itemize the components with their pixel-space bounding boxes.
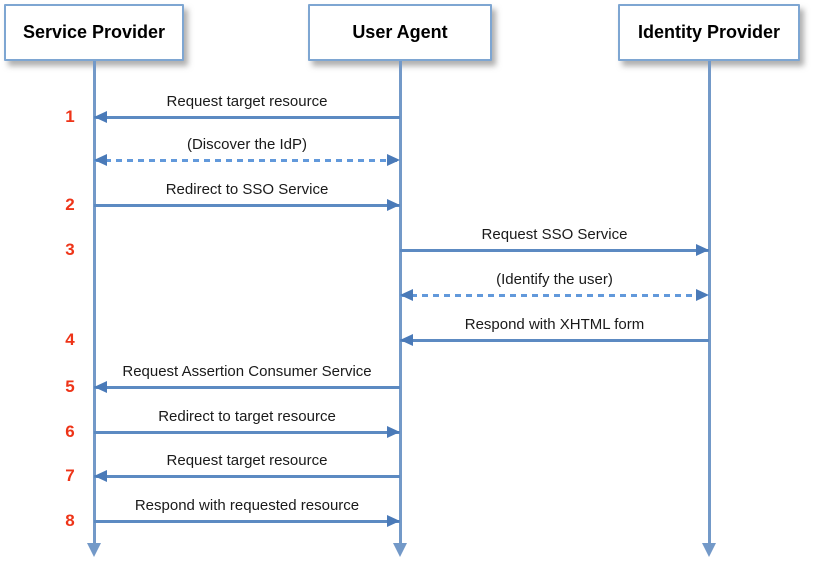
- message-row-5: Request Assertion Consumer Service: [94, 363, 400, 394]
- arrowhead-left-icon: [400, 334, 413, 346]
- actor-box-sp: Service Provider: [4, 4, 184, 61]
- arrowhead-left-icon: [400, 289, 413, 301]
- arrowhead-left-icon: [94, 111, 107, 123]
- message-line: [400, 249, 709, 252]
- step-number: 3: [65, 240, 75, 259]
- message-row-1: Request target resource: [94, 93, 400, 124]
- step-number: 6: [65, 422, 75, 441]
- arrowhead-right-icon: [387, 426, 400, 438]
- message-line: [94, 204, 400, 207]
- message-row-3: Request SSO Service: [400, 226, 709, 257]
- arrowhead-right-icon: [696, 289, 709, 301]
- actor-box-ua: User Agent: [308, 4, 492, 61]
- lifeline-arrowhead-icon: [393, 543, 407, 557]
- lifeline-arrowhead-icon: [87, 543, 101, 557]
- message-line: [94, 116, 400, 119]
- message-line: [94, 431, 400, 434]
- arrowhead-right-icon: [387, 154, 400, 166]
- message-label: Request SSO Service: [481, 226, 628, 243]
- arrowhead-left-icon: [94, 381, 107, 393]
- step-number: 2: [65, 195, 75, 214]
- message-row-info-4: (Identify the user): [400, 271, 709, 302]
- step-number: 7: [65, 466, 75, 485]
- arrowhead-right-icon: [387, 515, 400, 527]
- message-label: Request target resource: [166, 452, 328, 469]
- arrowhead-left-icon: [94, 470, 107, 482]
- message-line: [400, 294, 709, 297]
- message-line: [94, 386, 400, 389]
- message-label: Redirect to target resource: [158, 408, 336, 425]
- step-number: 4: [65, 330, 75, 349]
- message-row-4: Respond with XHTML form: [400, 316, 709, 347]
- message-line: [400, 339, 709, 342]
- step-number: 5: [65, 377, 75, 396]
- message-row-6: Redirect to target resource: [94, 408, 400, 439]
- message-row-2: Redirect to SSO Service: [94, 181, 400, 212]
- step-number: 1: [65, 107, 75, 126]
- message-row-info-1: (Discover the IdP): [94, 136, 400, 167]
- message-label: Request target resource: [166, 93, 328, 110]
- lifeline-ua: [398, 61, 402, 543]
- message-label: Request Assertion Consumer Service: [122, 363, 372, 380]
- message-line: [94, 520, 400, 523]
- message-label: (Identify the user): [496, 271, 613, 288]
- actor-box-idp: Identity Provider: [618, 4, 800, 61]
- arrowhead-left-icon: [94, 154, 107, 166]
- message-label: Respond with requested resource: [134, 497, 360, 514]
- message-label: Respond with XHTML form: [464, 316, 645, 333]
- message-row-8: Respond with requested resource: [94, 497, 400, 528]
- arrowhead-right-icon: [387, 199, 400, 211]
- lifeline-arrowhead-icon: [702, 543, 716, 557]
- arrowhead-right-icon: [696, 244, 709, 256]
- lifeline-sp: [92, 61, 96, 543]
- message-line: [94, 159, 400, 162]
- step-number: 8: [65, 511, 75, 530]
- message-line: [94, 475, 400, 478]
- message-row-7: Request target resource: [94, 452, 400, 483]
- message-label: (Discover the IdP): [186, 136, 308, 153]
- lifeline-idp: [707, 61, 711, 543]
- message-label: Redirect to SSO Service: [165, 181, 329, 198]
